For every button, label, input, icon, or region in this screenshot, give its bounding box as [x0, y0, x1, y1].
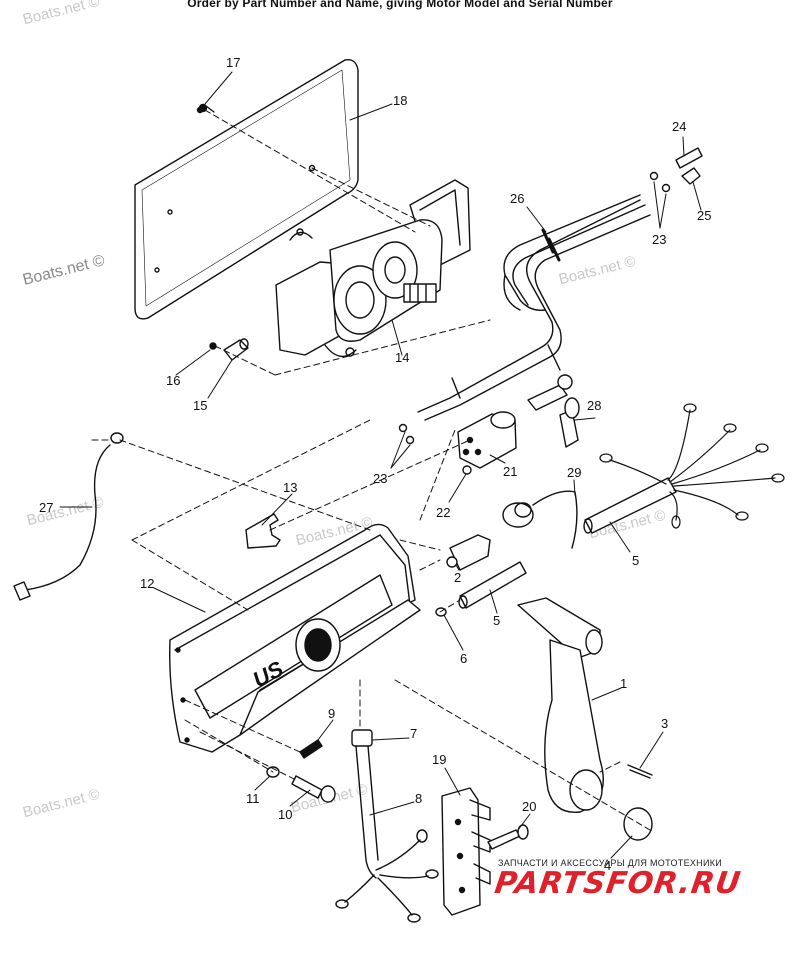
- callout-6: 6: [460, 651, 467, 666]
- callout-22: 22: [436, 505, 450, 520]
- part-2-switch[interactable]: [446, 534, 491, 571]
- callout-11: 11: [246, 791, 260, 806]
- part-20-screw[interactable]: [487, 824, 529, 850]
- part-18-mounting-plate[interactable]: [134, 59, 359, 320]
- part-12-control-housing[interactable]: [169, 523, 421, 753]
- callout-21: 21: [503, 464, 517, 479]
- part-28-ignition-keys[interactable]: [527, 374, 580, 448]
- part-15-nut[interactable]: [223, 338, 249, 361]
- part-23-clip[interactable]: [398, 423, 415, 445]
- callout-15: 15: [193, 398, 207, 413]
- callout-23b: 23: [373, 471, 387, 486]
- callout-1: 1: [620, 676, 627, 691]
- callout-5b: 5: [493, 613, 500, 628]
- callout-labels: 17 18 24 26 25 23 14 16 15 28 23 21 13 2…: [39, 55, 711, 873]
- part-14-control-mechanism[interactable]: [275, 179, 471, 358]
- callout-7: 7: [410, 726, 417, 741]
- part-24-cable-end[interactable]: [675, 147, 703, 169]
- callout-5: 5: [632, 553, 639, 568]
- callout-3: 3: [661, 716, 668, 731]
- part-5-harness-tube[interactable]: [458, 561, 527, 609]
- part-7-grommet[interactable]: [351, 729, 373, 747]
- leader-lines: [59, 71, 702, 859]
- part-11-washer[interactable]: [266, 766, 280, 778]
- part-29-stop-switch[interactable]: [502, 490, 578, 549]
- part-8-wiring-cable[interactable]: [335, 745, 439, 923]
- callout-14: 14: [395, 350, 409, 365]
- callout-20: 20: [522, 799, 536, 814]
- callout-29: 29: [567, 465, 581, 480]
- shop-logo: PARTSFOR.RU: [492, 866, 744, 901]
- part-3-pin[interactable]: [627, 764, 653, 779]
- part-27-ground-wire[interactable]: [13, 432, 124, 601]
- callout-26: 26: [510, 191, 524, 206]
- part-25-cable-end[interactable]: [681, 167, 701, 185]
- wiring-harness-leads: [599, 403, 785, 529]
- callout-25: 25: [697, 208, 711, 223]
- part-6-washer[interactable]: [435, 607, 447, 617]
- diagram-header: Order by Part Number and Name, giving Mo…: [187, 0, 613, 10]
- callout-23: 23: [652, 232, 666, 247]
- part-9-screw[interactable]: [299, 739, 323, 759]
- part-5-harness-tube[interactable]: [583, 477, 677, 534]
- callout-13: 13: [283, 480, 297, 495]
- callout-24: 24: [672, 119, 686, 134]
- part-19-terminal-block[interactable]: [441, 787, 491, 916]
- callout-2: 2: [454, 570, 461, 585]
- callout-4: 4: [604, 858, 611, 873]
- part-21-ignition-switch[interactable]: [457, 411, 517, 469]
- part-10-bolt[interactable]: [291, 775, 336, 803]
- part-26-control-cables[interactable]: [417, 194, 651, 421]
- callout-9: 9: [328, 706, 335, 721]
- assembly-dashed-lines: [89, 109, 651, 831]
- part-23-clip[interactable]: [649, 171, 671, 193]
- callout-12: 12: [140, 576, 154, 591]
- callout-17: 17: [226, 55, 240, 70]
- callout-28: 28: [587, 398, 601, 413]
- part-4-knob[interactable]: [623, 807, 653, 841]
- callout-10: 10: [278, 807, 292, 822]
- callout-8: 8: [415, 791, 422, 806]
- part-1-control-handle[interactable]: [517, 597, 604, 814]
- part-13-bracket[interactable]: [245, 513, 281, 549]
- callout-27: 27: [39, 500, 53, 515]
- callout-19: 19: [432, 752, 446, 767]
- part-22-nut[interactable]: [462, 465, 472, 475]
- callout-18: 18: [393, 93, 407, 108]
- callout-16: 16: [166, 373, 180, 388]
- part-17-screw[interactable]: [198, 103, 215, 113]
- shop-tagline: ЗАПЧАСТИ И АКСЕССУАРЫ ДЛЯ МОТОТЕХНИКИ: [498, 858, 723, 868]
